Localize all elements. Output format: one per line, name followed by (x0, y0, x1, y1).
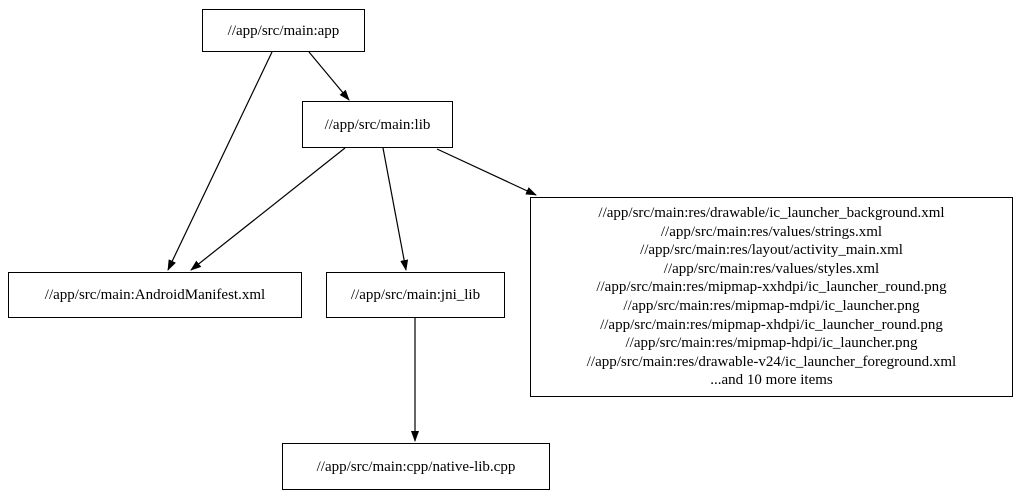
res-file-line: //app/src/main:res/mipmap-mdpi/ic_launch… (623, 298, 920, 314)
res-file-line: //app/src/main:res/drawable/ic_launcher_… (598, 205, 945, 222)
node-lib-label: //app/src/main:lib (324, 116, 431, 133)
res-file-line: //app/src/main:res/drawable-v24/ic_launc… (586, 353, 957, 370)
node-native-lib-cpp: //app/src/main:cpp/native-lib.cpp (282, 443, 550, 490)
res-file-line: //app/src/main:res/values/styles.xml (663, 260, 880, 277)
edge-lib-to-manifest (190, 147, 346, 271)
res-file-line: //app/src/main:res/mipmap-hdpi/ic_launch… (625, 335, 918, 352)
edge-lib-to-res-group (436, 148, 537, 196)
node-android-manifest: //app/src/main:AndroidManifest.xml (8, 272, 302, 318)
node-app-label: //app/src/main:app (227, 22, 340, 39)
res-file-line: //app/src/main:res/mipmap-xhdpi/ic_launc… (600, 316, 943, 333)
edge-lib-to-jni-lib (382, 147, 409, 271)
node-native-lib-cpp-label: //app/src/main:cpp/native-lib.cpp (316, 458, 516, 475)
res-file-line: //app/src/main:res/layout/activity_main.… (640, 242, 903, 259)
res-file-line: //app/src/main:res/values/strings.xml (660, 223, 883, 240)
node-lib: //app/src/main:lib (302, 101, 453, 148)
node-app: //app/src/main:app (202, 9, 365, 52)
node-res-file-group: //app/src/main:res/drawable/ic_launcher_… (530, 197, 1013, 397)
node-android-manifest-label: //app/src/main:AndroidManifest.xml (44, 287, 266, 303)
edge-app-to-manifest (167, 51, 273, 271)
node-jni-lib-label: //app/src/main:jni_lib (350, 287, 481, 303)
edge-app-to-lib (308, 51, 350, 101)
res-file-more-items: ...and 10 more items (710, 372, 833, 389)
node-jni-lib: //app/src/main:jni_lib (326, 272, 505, 318)
res-file-line: //app/src/main:res/mipmap-xxhdpi/ic_laun… (596, 279, 947, 296)
